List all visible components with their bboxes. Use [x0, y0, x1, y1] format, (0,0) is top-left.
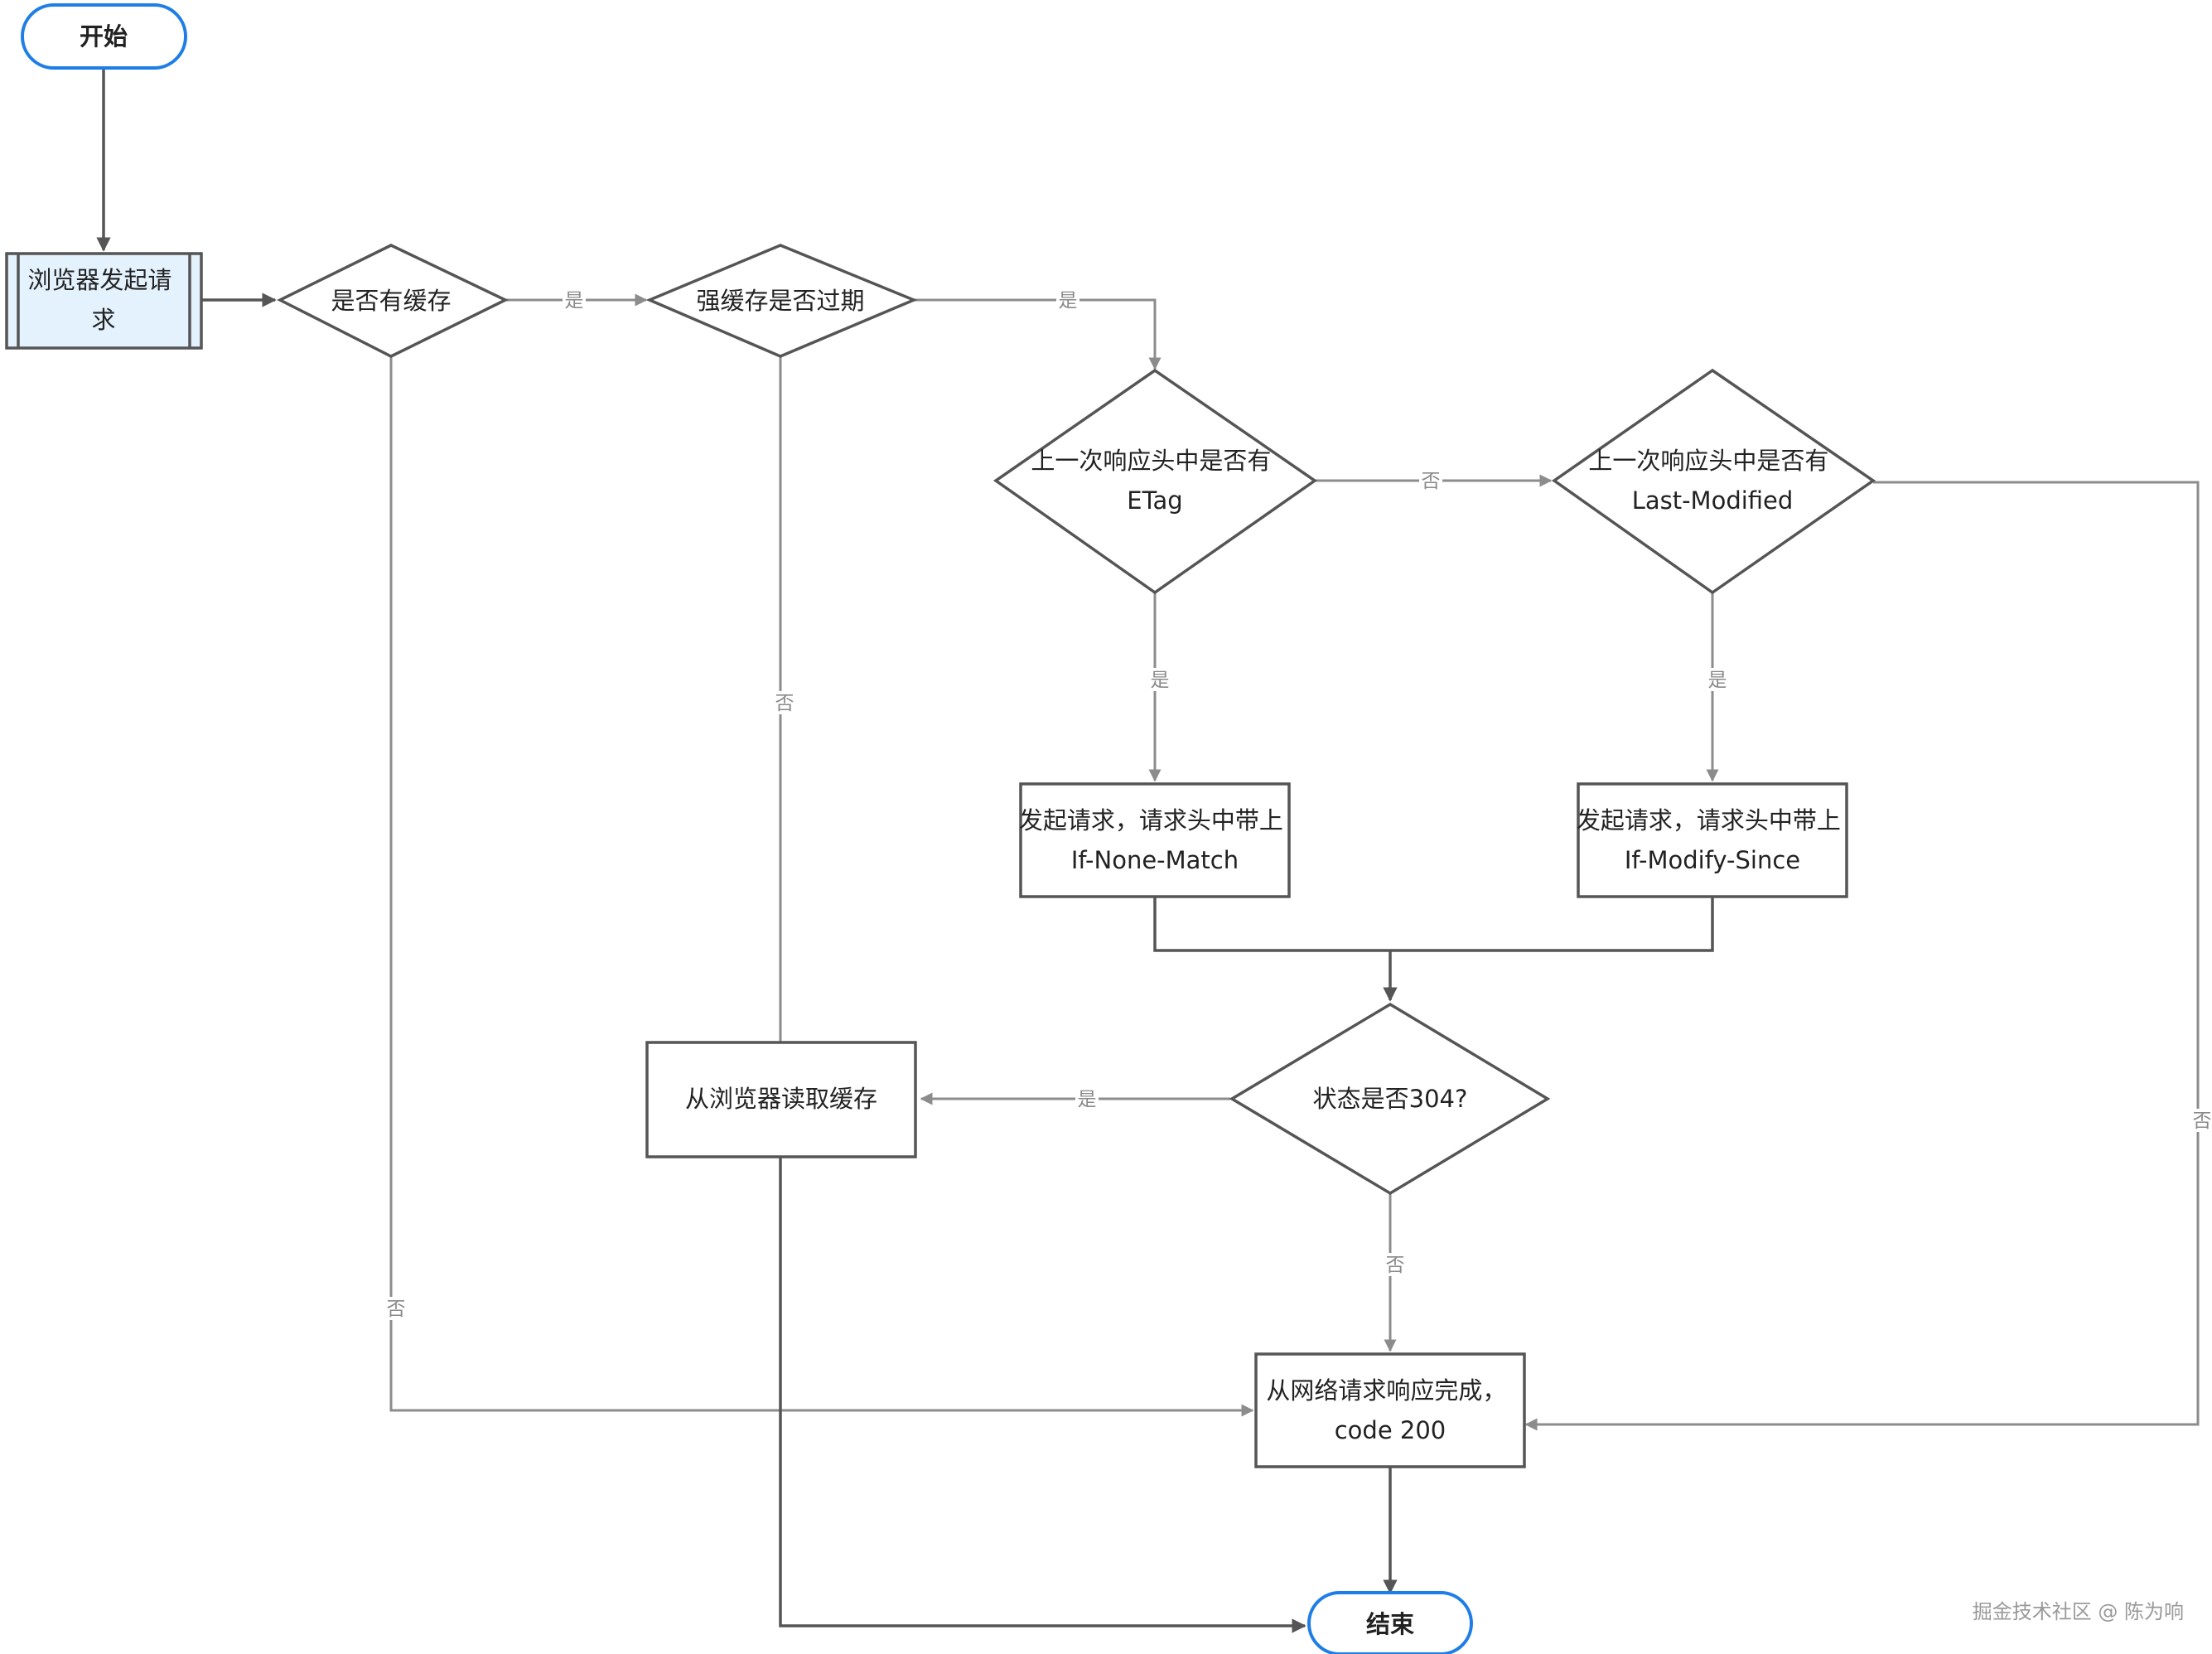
- network-complete-process: 从网络请求响应完成， code 200: [1254, 1352, 1526, 1468]
- etag-decision: 上一次响应头中是否有 ETag: [993, 368, 1318, 595]
- watermark: 掘金技术社区 @ 陈为响: [1973, 1600, 2184, 1623]
- end-label: 结束: [1366, 1610, 1414, 1638]
- edge-label-status-yes: 是: [1075, 1087, 1099, 1110]
- edge-label-etag-no: 否: [1419, 469, 1442, 492]
- svg-text:否: 否: [387, 1299, 406, 1320]
- edge-merge-left: [1153, 897, 1390, 952]
- network-complete-label: 从网络请求响应完成， code 200: [1266, 1376, 1514, 1444]
- last-modified-label: 上一次响应头中是否有 Last-Modified: [1588, 447, 1836, 515]
- edge-label-expired-yes: 是: [1056, 288, 1079, 312]
- edge-label-has-cache-yes: 是: [563, 288, 586, 312]
- start-label: 开始: [80, 22, 128, 51]
- edge-label-has-cache-no: 否: [384, 1297, 408, 1320]
- strong-cache-expired-decision: 强缓存是否过期: [645, 244, 918, 358]
- edge-label-last-modified-no: 否: [2190, 1109, 2212, 1132]
- edge-label-etag-yes: 是: [1148, 668, 1171, 691]
- if-none-match-process: 发起请求，请求头中带上 If-None-Match: [1019, 782, 1291, 898]
- status-304-decision: 状态是否304?: [1229, 1002, 1551, 1196]
- if-modify-since-label: 发起请求，请求头中带上 If-Modify-Since: [1577, 806, 1848, 874]
- svg-text:是: 是: [1059, 290, 1078, 312]
- start-terminator: 开始: [21, 3, 187, 70]
- has-cache-label: 是否有缓存: [331, 287, 451, 315]
- end-terminator: 结束: [1307, 1591, 1473, 1654]
- read-browser-cache-label: 从浏览器读取缓存: [685, 1085, 877, 1113]
- edge-last-modified-no: [1524, 481, 2200, 1431]
- has-cache-decision: 是否有缓存: [277, 244, 510, 358]
- if-modify-since-process: 发起请求，请求头中带上 If-Modify-Since: [1577, 782, 1848, 898]
- if-none-match-label: 发起请求，请求头中带上 If-None-Match: [1019, 806, 1291, 874]
- edge-label-last-modified-yes: 是: [1706, 668, 1729, 691]
- edge-merge-right: [1390, 897, 1714, 952]
- last-modified-decision: 上一次响应头中是否有 Last-Modified: [1551, 368, 1876, 595]
- etag-label: 上一次响应头中是否有 ETag: [1031, 447, 1278, 515]
- edge-label-status-no: 否: [1384, 1253, 1407, 1276]
- svg-text:是: 是: [1151, 670, 1170, 691]
- edge-read-cache-to-end: [779, 1158, 1306, 1633]
- svg-text:是: 是: [1708, 670, 1727, 691]
- svg-text:否: 否: [775, 693, 794, 714]
- svg-text:是: 是: [1078, 1089, 1097, 1110]
- status-304-label: 状态是否304?: [1313, 1085, 1468, 1113]
- svg-text:否: 否: [1386, 1255, 1405, 1276]
- edge-label-expired-no: 否: [773, 691, 796, 714]
- read-browser-cache-process: 从浏览器读取缓存: [645, 1041, 917, 1158]
- svg-text:否: 否: [2193, 1110, 2212, 1132]
- svg-text:否: 否: [1422, 471, 1441, 492]
- edge-has-cache-no: [389, 356, 1254, 1417]
- browser-request-process: 浏览器发起请 求: [5, 252, 203, 350]
- strong-cache-expired-label: 强缓存是否过期: [696, 287, 864, 315]
- browser-request-label: 浏览器发起请 求: [27, 266, 179, 334]
- svg-text:是: 是: [565, 290, 584, 312]
- edge-expired-yes: [914, 298, 1162, 370]
